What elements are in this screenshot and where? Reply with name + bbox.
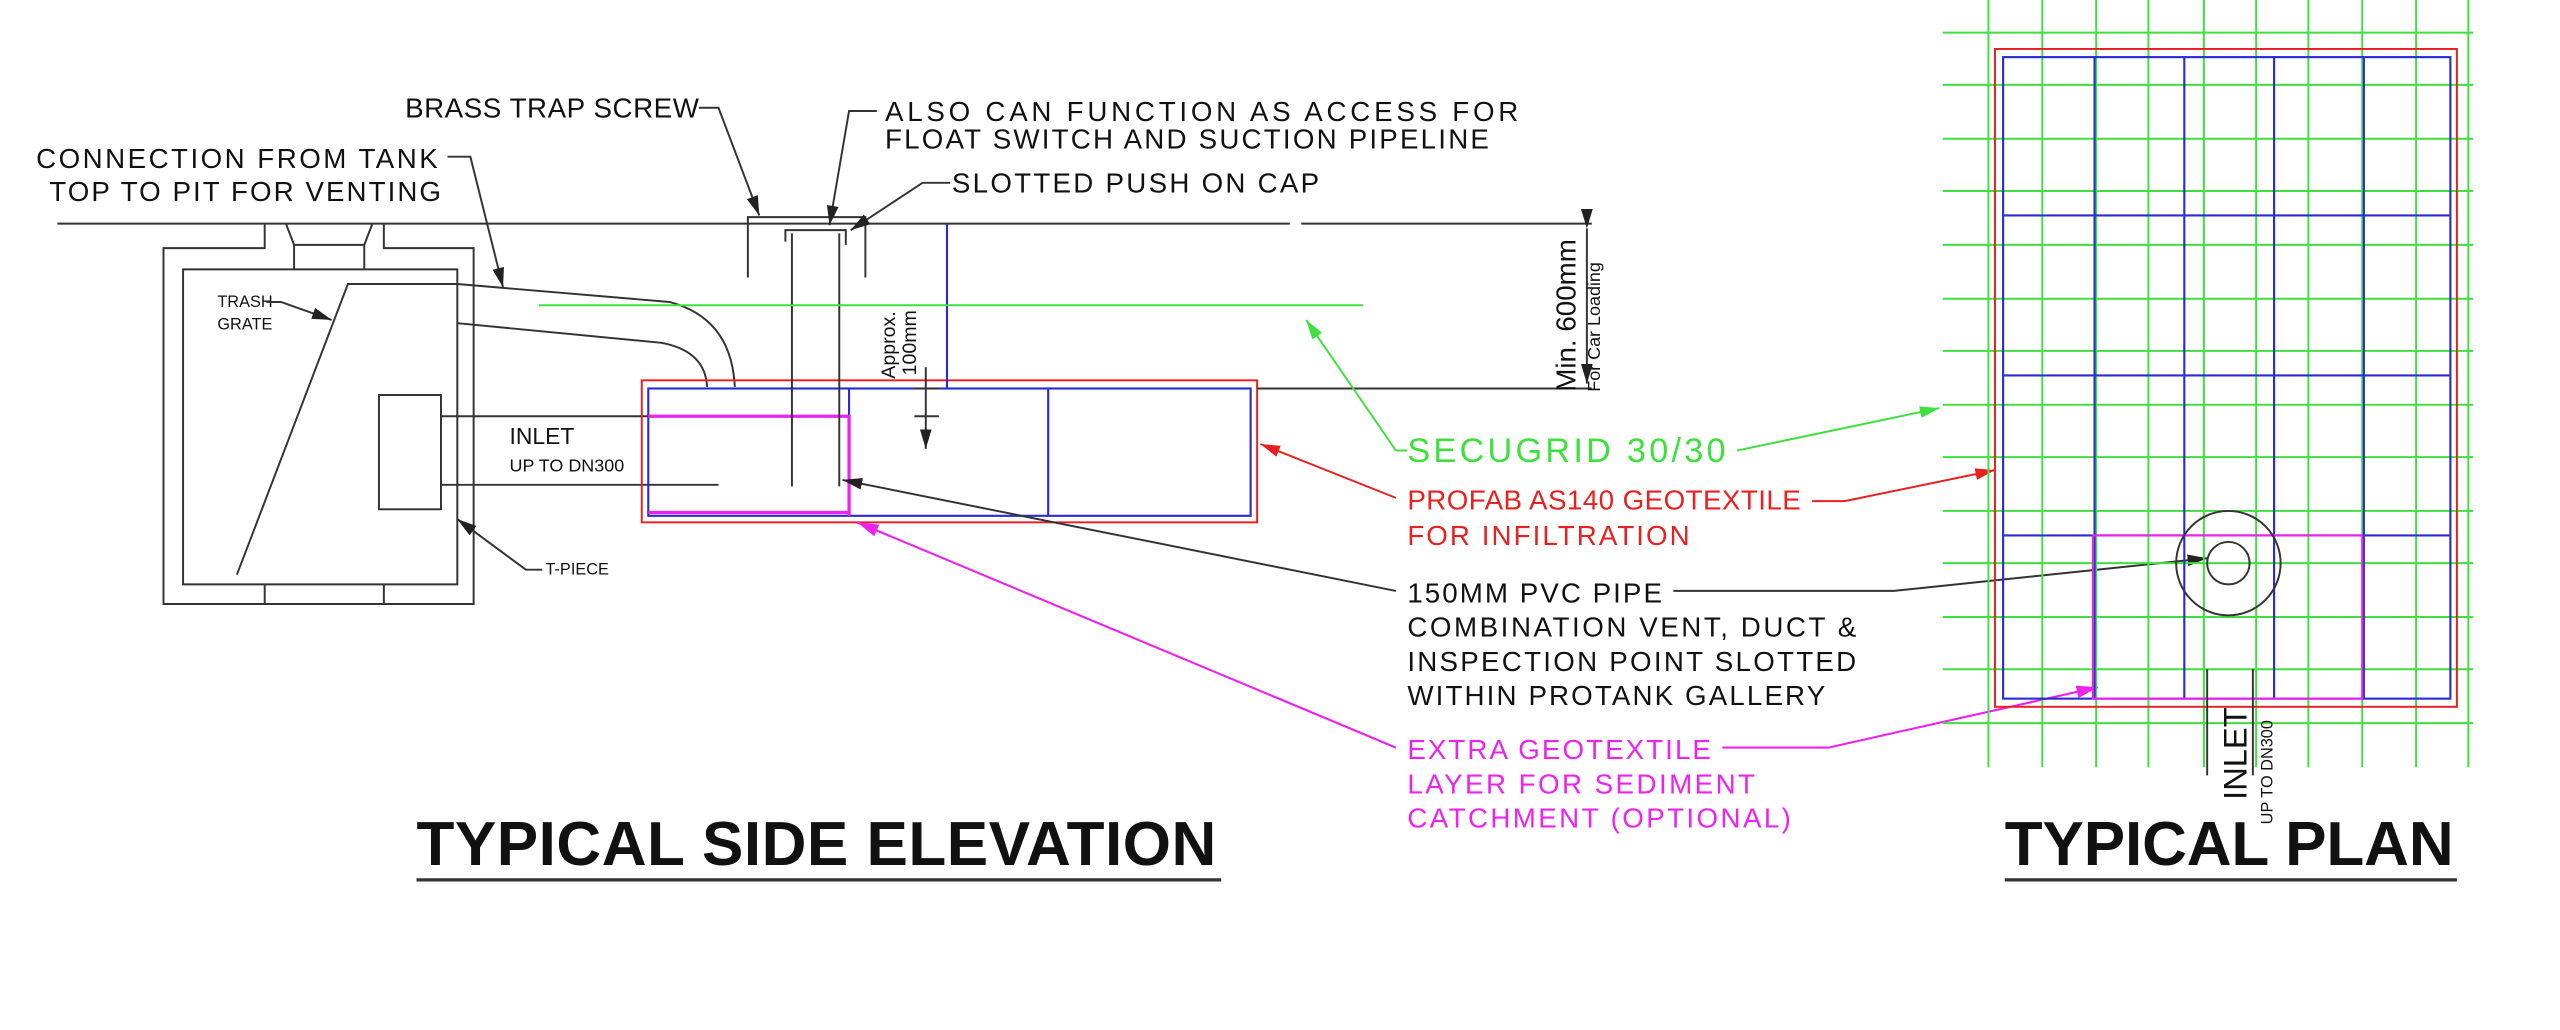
secugrid-mesh [1942, 0, 2474, 768]
slotted-cap-label: SLOTTED PUSH ON CAP [952, 168, 1319, 199]
side-elevation: Min. 600mm For Car Loading Approx. 100mm… [36, 93, 1604, 882]
trash-grate-label-1: TRASH [217, 293, 272, 311]
inlet-size-label: UP TO DN300 [510, 456, 625, 476]
elevation-title: TYPICAL SIDE ELEVATION [416, 810, 1216, 879]
plan-extra-geotextile [2091, 534, 2364, 700]
plan-gallery [2002, 56, 2452, 700]
plan-geotextile [1993, 47, 2458, 708]
plan-inlet-size-label: UP TO DN300 [2258, 720, 2276, 824]
access-label-1: ALSO CAN FUNCTION AS ACCESS FOR [885, 96, 1518, 127]
pvc-pipe-label-1: 150MM PVC PIPE [1407, 577, 1662, 608]
extra-geotextile-label-2: LAYER FOR SEDIMENT [1407, 768, 1755, 799]
t-piece-label: T-PIECE [545, 561, 609, 579]
t-piece [377, 394, 442, 511]
car-loading-label: For Car Loading [1584, 262, 1604, 392]
plan-inlet-pipe [2206, 669, 2254, 776]
pvc-pipe-label-2: COMBINATION VENT, DUCT & [1407, 612, 1856, 643]
plan-pvc-pipe-inner [2206, 540, 2251, 586]
protank-gallery [647, 387, 1252, 517]
connection-label-2: TOP TO PIT FOR VENTING [49, 176, 441, 207]
inlet-label: INLET [510, 423, 575, 449]
plan-inlet-label: INLET [2216, 707, 2253, 800]
plan-title: TYPICAL PLAN [2005, 810, 2454, 879]
brass-trap-box [746, 216, 867, 278]
profab-label-2: FOR INFILTRATION [1407, 520, 1689, 551]
geotextile-wrap [640, 379, 1259, 524]
extra-geotextile-layer [648, 414, 851, 516]
extra-geotextile-label-1: EXTRA GEOTEXTILE [1407, 734, 1711, 765]
approx-100mm-label: 100mm [899, 310, 921, 375]
trash-grate-label-2: GRATE [217, 316, 272, 334]
extra-geotextile-label-3: CATCHMENT (OPTIONAL) [1407, 803, 1791, 834]
min-600-label: Min. 600mm [1550, 239, 1581, 392]
brass-trap-screw-label: BRASS TRAP SCREW [405, 93, 700, 124]
secugrid-label: SECUGRID 30/30 [1407, 432, 1725, 470]
pit [162, 223, 475, 605]
plan-pvc-pipe-outer [2175, 509, 2282, 617]
plan-gallery-cells [2003, 57, 2451, 699]
typical-plan: INLET UP TO DN300 TYPICAL PLAN [1942, 0, 2474, 882]
profab-label-1: PROFAB AS140 GEOTEXTILE [1407, 484, 1800, 515]
trash-grate [236, 283, 458, 575]
access-label-2: FLOAT SWITCH AND SUCTION PIPELINE [885, 124, 1489, 155]
callouts: SECUGRID 30/30 PROFAB AS140 GEOTEXTILE F… [842, 320, 2208, 834]
vent-duct-pipe [790, 233, 841, 487]
vent-pipe [457, 283, 736, 387]
pvc-pipe-label-3: INSPECTION POINT SLOTTED [1407, 646, 1856, 677]
connection-label-1: CONNECTION FROM TANK [36, 143, 438, 174]
slotted-cap [784, 229, 847, 245]
approx-label: Approx. [878, 311, 900, 378]
pvc-pipe-label-4: WITHIN PROTANK GALLERY [1407, 680, 1825, 711]
